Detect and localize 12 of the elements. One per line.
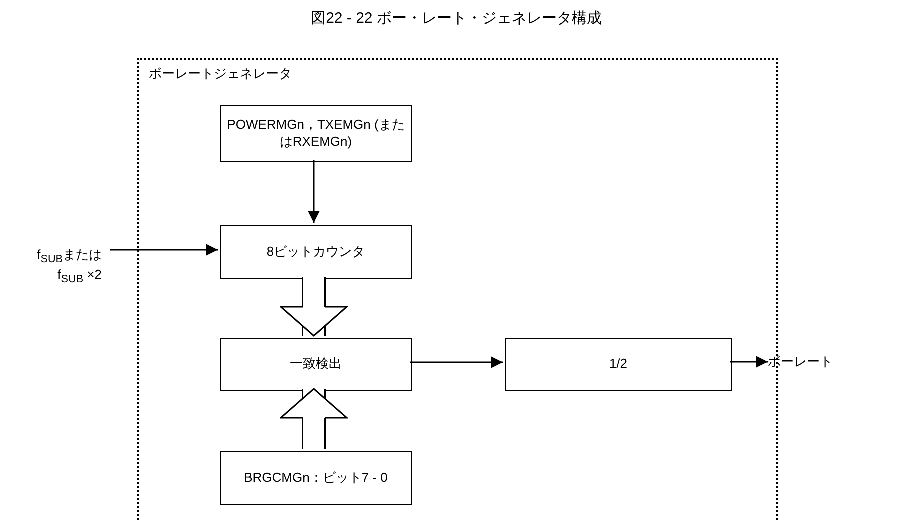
arrow (308, 160, 320, 223)
arrow (410, 356, 503, 368)
group-title: ボーレートジェネレータ (149, 66, 292, 83)
process-box: 1/2 (505, 338, 732, 391)
process-box: POWERMGn，TXEMGn (またはRXEMGn) (220, 105, 412, 162)
process-box: 一致検出 (220, 338, 412, 391)
process-box: 8ビットカウンタ (220, 225, 412, 279)
arrow (730, 356, 768, 368)
process-box: BRGCMGn：ビット7 - 0 (220, 451, 412, 505)
figure-title: 図22 - 22 ボー・レート・ジェネレータ構成 (311, 10, 602, 27)
arrow (110, 244, 218, 256)
input-label: f$_{SUB}$または f$_{SUB}$ ×2 (36, 247, 102, 287)
